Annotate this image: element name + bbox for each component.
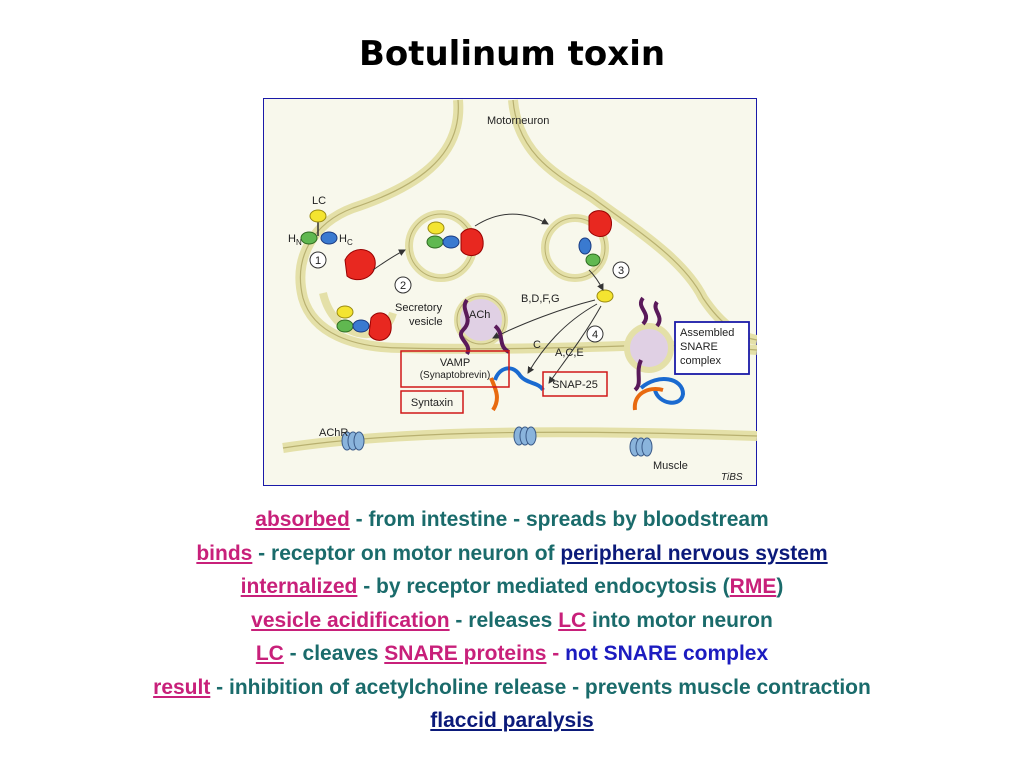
svg-text:SNAP-25: SNAP-25 [552,379,598,391]
page-title: Botulinum toxin [358,34,666,74]
toxin-bound [336,305,392,341]
syntaxin-callout: Syntaxin [400,390,464,414]
keyword-absorbed: absorbed [255,508,350,531]
svg-text:complex: complex [680,355,721,367]
step-4-marker [586,325,604,343]
snare-proteins-cleavage-site [459,298,545,412]
secretory-vesicle [454,293,508,347]
svg-text:SNARE: SNARE [680,341,718,353]
ach-label: ACh [469,309,490,321]
botulinum-mechanism-diagram: 1 2 3 4 Motorneuron LC HN HC Secretory v… [263,98,757,486]
vamp-callout: VAMP (Synaptobrevin) [400,350,510,388]
keyword-binds: binds [196,541,253,565]
keyword-vesicle-acidification: vesicle acidification [251,608,450,632]
step-3-label: 3 [618,265,624,277]
keyword-lc-2: LC [255,642,284,665]
assembled-snare-complex [632,296,686,411]
tibs-credit: TiBS [721,472,743,483]
svg-text:Syntaxin: Syntaxin [411,397,453,409]
toxin-internalized [426,221,484,256]
step-2-marker [394,276,412,294]
link-peripheral-nervous-system[interactable]: peripheral nervous system [560,541,828,565]
toxin-free [300,209,376,281]
step-3-marker [612,261,630,279]
motorneuron-label: Motorneuron [487,115,549,127]
achr-receptors [341,426,653,457]
svg-text:Assembled: Assembled [680,327,734,339]
link-flaccid-paralysis[interactable]: flaccid paralysis [430,709,594,732]
keyword-lc: LC [558,608,587,632]
toxin-acidified [578,210,612,267]
summary-line-binds: binds - receptor on motor neuron of peri… [196,541,828,565]
keyword-internalized: internalized [240,575,358,598]
step-1-label: 1 [315,255,321,267]
keyword-result: result [153,675,211,699]
summary-line-acidification: vesicle acidification - releases LC into… [251,608,773,632]
svg-text:(Synaptobrevin): (Synaptobrevin) [420,370,491,381]
snare-complex-callout: Assembled SNARE complex [674,321,750,375]
step-1-marker [309,251,327,269]
process-arrows [372,213,604,384]
bdfg-label: B,D,F,G [521,293,560,305]
achr-label: AChR [319,427,348,439]
ace-label: A,C,E [555,347,584,359]
lc-label: LC [312,195,326,207]
c-label: C [533,339,541,351]
summary-line-result: result - inhibition of acetylcholine rel… [153,675,871,699]
snap25-callout: SNAP-25 [542,371,608,397]
released-lc [596,289,614,303]
svg-text:VAMP: VAMP [440,357,470,369]
secretory-vesicle-label-2: vesicle [409,316,443,328]
muscle-label: Muscle [653,460,688,472]
step-4-label: 4 [592,329,598,341]
hc-label: HC [339,233,353,247]
docked-vesicle [624,323,674,373]
figure-frame [263,98,757,486]
keyword-snare-proteins: SNARE proteins [384,642,547,665]
secretory-vesicle-label-1: Secretory [395,302,443,314]
not-snare-complex: not SNARE complex [565,642,769,665]
summary-line-internalized: internalized - by receptor mediated endo… [240,575,784,598]
summary-line-paralysis: flaccid paralysis [0,704,1024,738]
keyword-rme: RME [729,575,777,598]
summary-lines: absorbed - from intestine - spreads by b… [0,503,1024,738]
summary-line-absorbed: absorbed - from intestine - spreads by b… [255,508,769,531]
hn-label: HN [288,233,302,247]
step-2-label: 2 [400,280,406,292]
summary-line-cleaves: LC - cleaves SNARE proteins - not SNARE … [255,642,769,665]
